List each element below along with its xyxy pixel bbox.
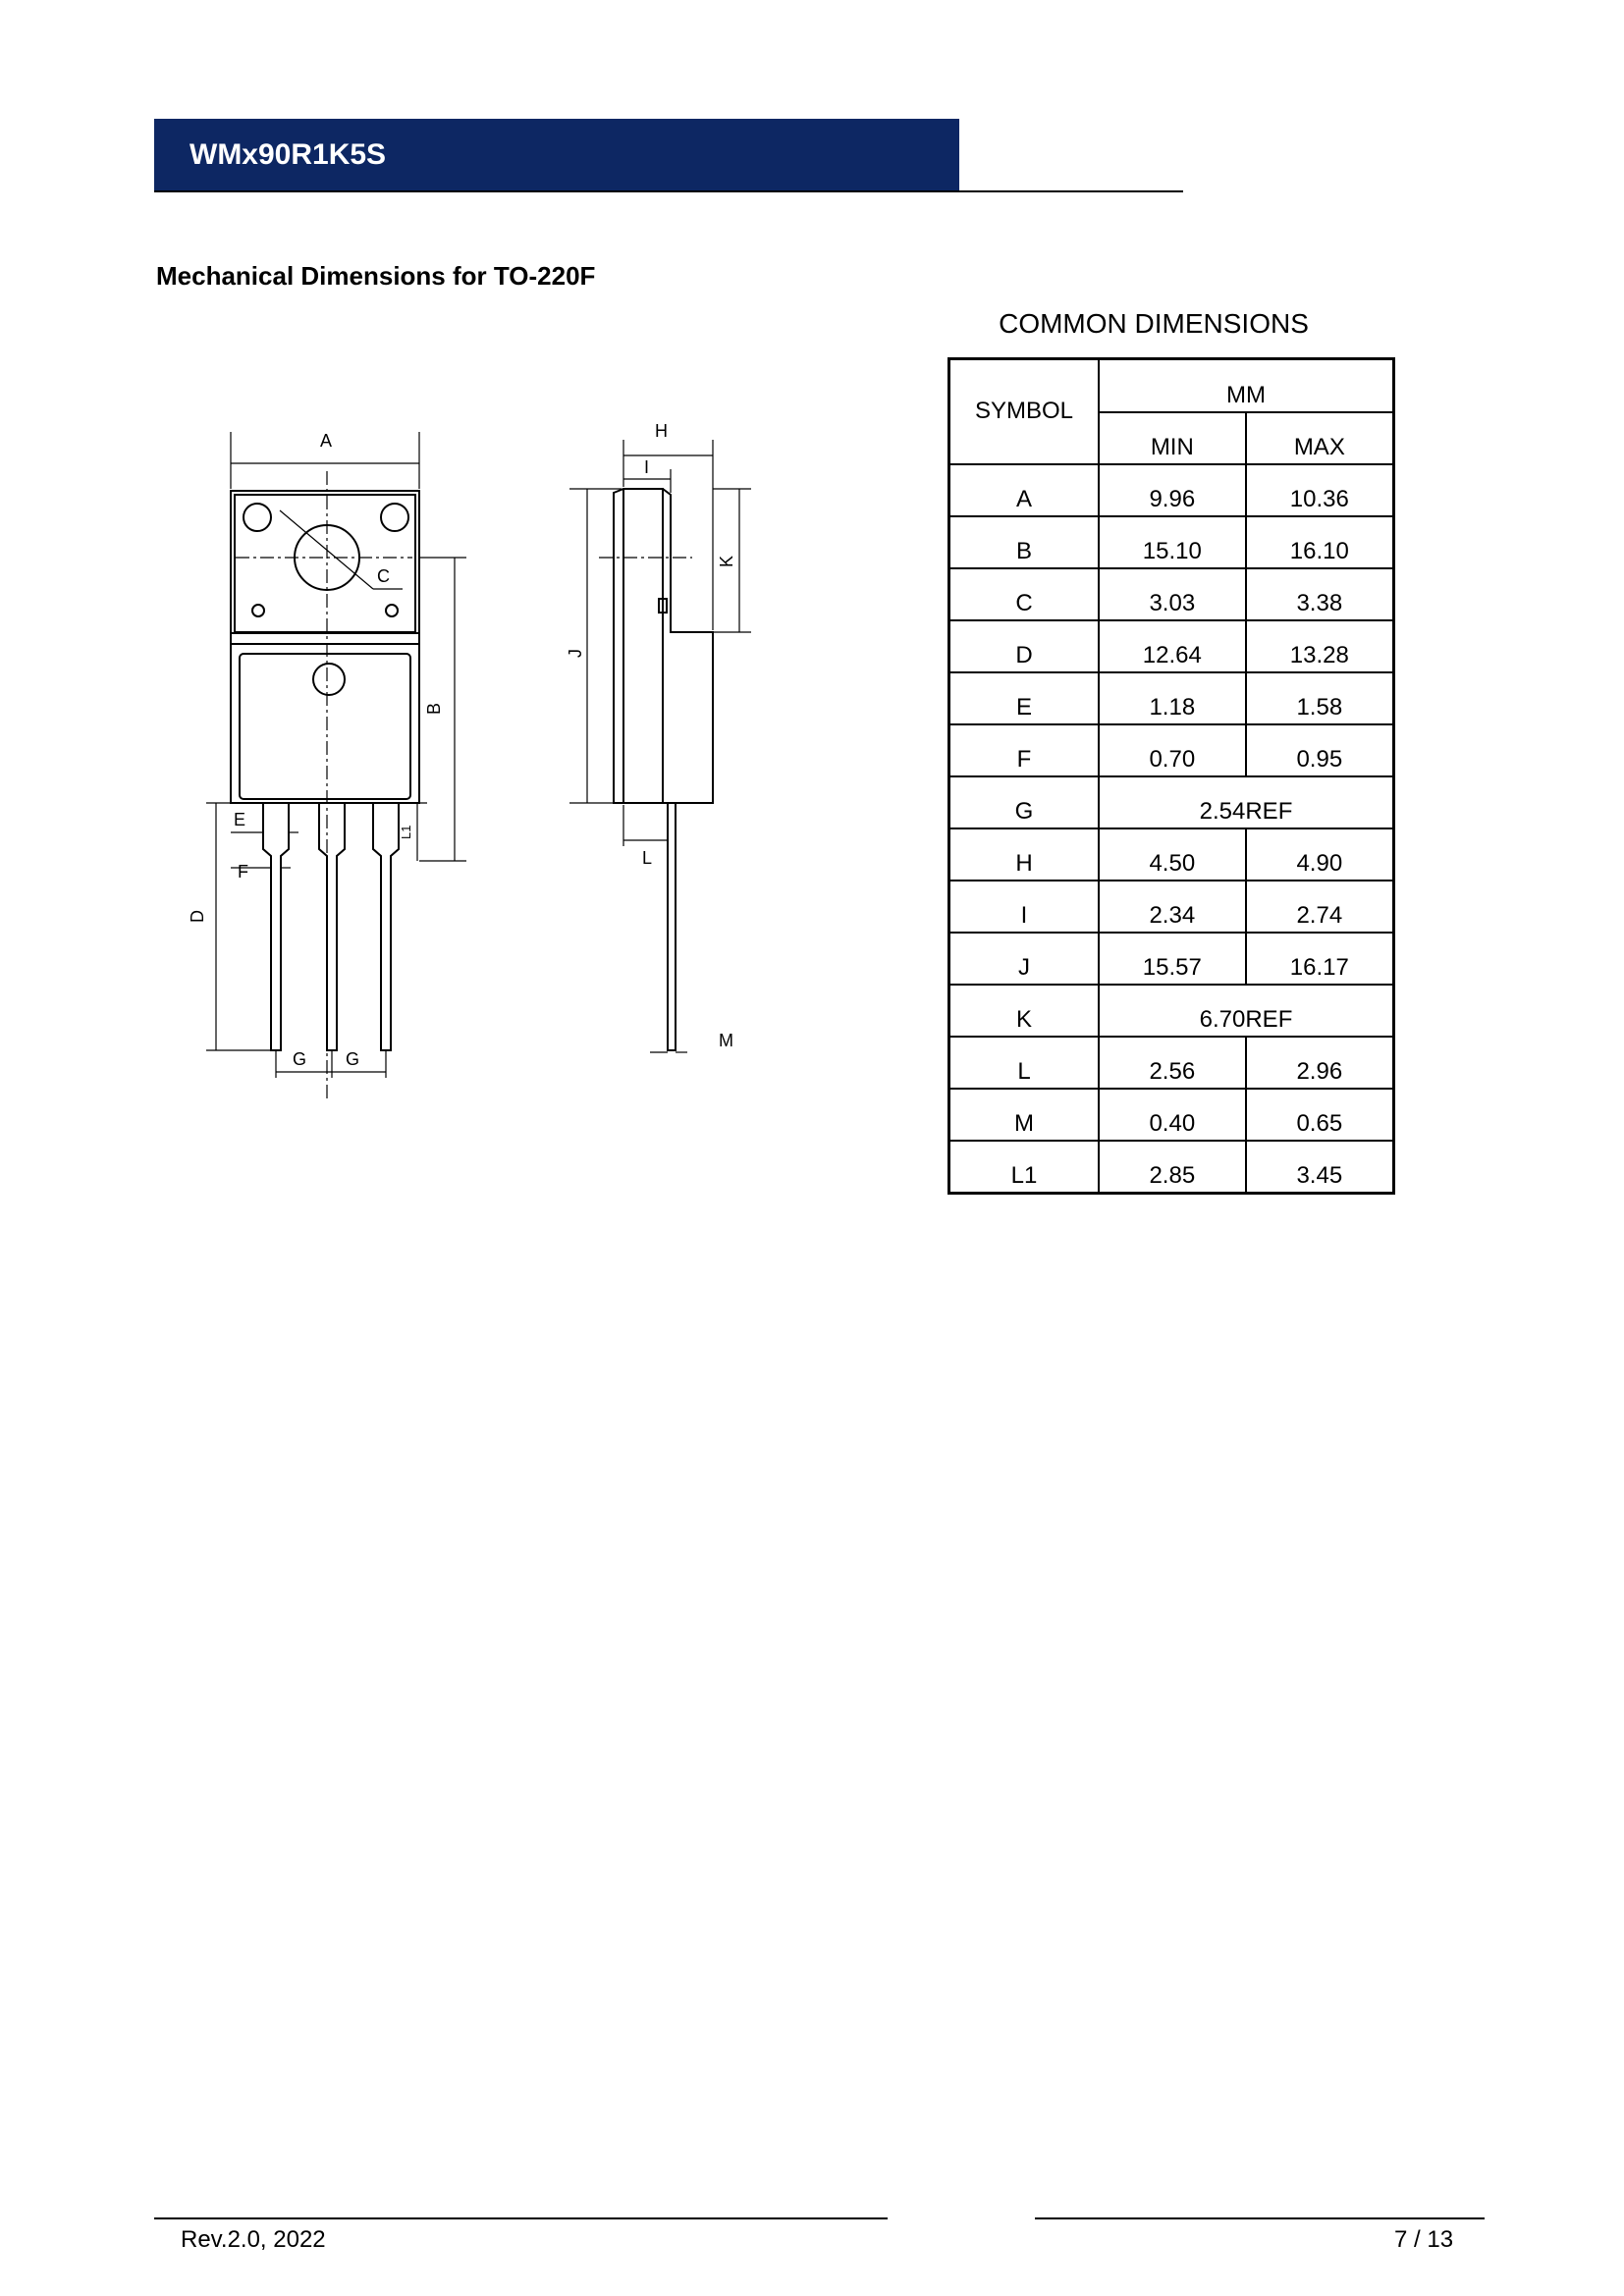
table-title: COMMON DIMENSIONS bbox=[999, 308, 1309, 339]
lead-right bbox=[372, 803, 400, 1051]
unit-header: MM bbox=[1098, 357, 1395, 413]
max-header: MAX bbox=[1244, 411, 1395, 465]
table-row: L1 2.85 3.45 bbox=[947, 1140, 1395, 1195]
row-min: 2.85 bbox=[1098, 1140, 1247, 1195]
document-title-bar: WMx90R1K5S bbox=[154, 119, 959, 190]
footer-rule-right bbox=[1035, 2217, 1485, 2219]
row-symbol: I bbox=[947, 880, 1100, 934]
row-max: 10.36 bbox=[1244, 463, 1395, 517]
table-row: M 0.40 0.65 bbox=[947, 1088, 1395, 1142]
row-symbol: C bbox=[947, 567, 1100, 621]
row-symbol: K bbox=[947, 984, 1100, 1038]
row-min: 12.64 bbox=[1098, 619, 1247, 673]
footer-rule-left bbox=[154, 2217, 888, 2219]
table-row: H 4.50 4.90 bbox=[947, 828, 1395, 881]
row-symbol: D bbox=[947, 619, 1100, 673]
table-row: G 2.54REF bbox=[947, 775, 1395, 829]
row-symbol: L bbox=[947, 1036, 1100, 1090]
dim-label-l: L bbox=[642, 848, 652, 868]
row-symbol: G bbox=[947, 775, 1100, 829]
dim-label-g-1: G bbox=[293, 1049, 306, 1069]
row-symbol: M bbox=[947, 1088, 1100, 1142]
row-symbol: A bbox=[947, 463, 1100, 517]
dim-label-h: H bbox=[655, 421, 668, 441]
heatsink-tab-area bbox=[234, 494, 416, 633]
row-min: 4.50 bbox=[1098, 828, 1247, 881]
table-row: D 12.64 13.28 bbox=[947, 619, 1395, 673]
dim-label-f: F bbox=[238, 862, 248, 881]
dim-label-c: C bbox=[377, 566, 390, 586]
dim-label-g-2: G bbox=[346, 1049, 359, 1069]
table-row: A 9.96 10.36 bbox=[947, 463, 1395, 517]
dim-label-m: M bbox=[719, 1031, 733, 1050]
row-min: 2.34 bbox=[1098, 880, 1247, 934]
section-title: Mechanical Dimensions for TO-220F bbox=[156, 261, 596, 291]
row-max: 2.96 bbox=[1244, 1036, 1395, 1090]
row-min: 15.57 bbox=[1098, 932, 1247, 986]
header-rule bbox=[154, 190, 1183, 192]
row-symbol: F bbox=[947, 723, 1100, 777]
dim-label-k: K bbox=[717, 556, 736, 567]
row-max: 1.58 bbox=[1244, 671, 1395, 725]
row-symbol: E bbox=[947, 671, 1100, 725]
footer-page-number: 7 / 13 bbox=[1394, 2226, 1454, 2253]
row-min: 2.56 bbox=[1098, 1036, 1247, 1090]
row-ref-value: 2.54REF bbox=[1098, 775, 1395, 829]
lead-left bbox=[262, 803, 290, 1051]
row-max: 16.10 bbox=[1244, 515, 1395, 569]
dim-label-d: D bbox=[188, 910, 207, 923]
table-row: J 15.57 16.17 bbox=[947, 932, 1395, 986]
dim-label-l1: L1 bbox=[399, 826, 413, 839]
side-view-body bbox=[623, 488, 664, 804]
dim-label-a: A bbox=[320, 431, 332, 451]
lead-center bbox=[318, 803, 346, 1051]
body-recess bbox=[239, 653, 411, 800]
dimensions-table: SYMBOL MM MIN MAX A 9.96 10.36 B 15.10 1… bbox=[947, 357, 1395, 1195]
table-row: B 15.10 16.10 bbox=[947, 515, 1395, 569]
row-symbol: L1 bbox=[947, 1140, 1100, 1195]
table-row: K 6.70REF bbox=[947, 984, 1395, 1038]
min-header: MIN bbox=[1098, 411, 1247, 465]
table-row: E 1.18 1.58 bbox=[947, 671, 1395, 725]
symbol-header: SYMBOL bbox=[947, 357, 1100, 465]
footer-revision: Rev.2.0, 2022 bbox=[181, 2226, 326, 2253]
row-min: 3.03 bbox=[1098, 567, 1247, 621]
dim-label-b: B bbox=[424, 703, 444, 715]
row-symbol: B bbox=[947, 515, 1100, 569]
row-max: 16.17 bbox=[1244, 932, 1395, 986]
document-title: WMx90R1K5S bbox=[189, 137, 387, 171]
row-min: 9.96 bbox=[1098, 463, 1247, 517]
row-max: 3.38 bbox=[1244, 567, 1395, 621]
to220f-mechanical-drawing: A C B L1 E F D G G H I J K L M bbox=[188, 421, 751, 1099]
table-row: F 0.70 0.95 bbox=[947, 723, 1395, 777]
row-min: 0.70 bbox=[1098, 723, 1247, 777]
row-ref-value: 6.70REF bbox=[1098, 984, 1395, 1038]
side-view-lead bbox=[667, 803, 677, 1051]
row-max: 2.74 bbox=[1244, 880, 1395, 934]
dim-label-j: J bbox=[566, 649, 585, 658]
row-max: 4.90 bbox=[1244, 828, 1395, 881]
row-max: 13.28 bbox=[1244, 619, 1395, 673]
row-min: 1.18 bbox=[1098, 671, 1247, 725]
table-row: C 3.03 3.38 bbox=[947, 567, 1395, 621]
table-row: I 2.34 2.74 bbox=[947, 880, 1395, 934]
row-max: 0.65 bbox=[1244, 1088, 1395, 1142]
row-max: 0.95 bbox=[1244, 723, 1395, 777]
row-symbol: J bbox=[947, 932, 1100, 986]
table-row: L 2.56 2.96 bbox=[947, 1036, 1395, 1090]
row-max: 3.45 bbox=[1244, 1140, 1395, 1195]
row-min: 0.40 bbox=[1098, 1088, 1247, 1142]
row-min: 15.10 bbox=[1098, 515, 1247, 569]
dim-label-e: E bbox=[234, 810, 245, 829]
dim-label-i: I bbox=[644, 457, 649, 477]
row-symbol: H bbox=[947, 828, 1100, 881]
package-body-outline bbox=[230, 490, 420, 804]
